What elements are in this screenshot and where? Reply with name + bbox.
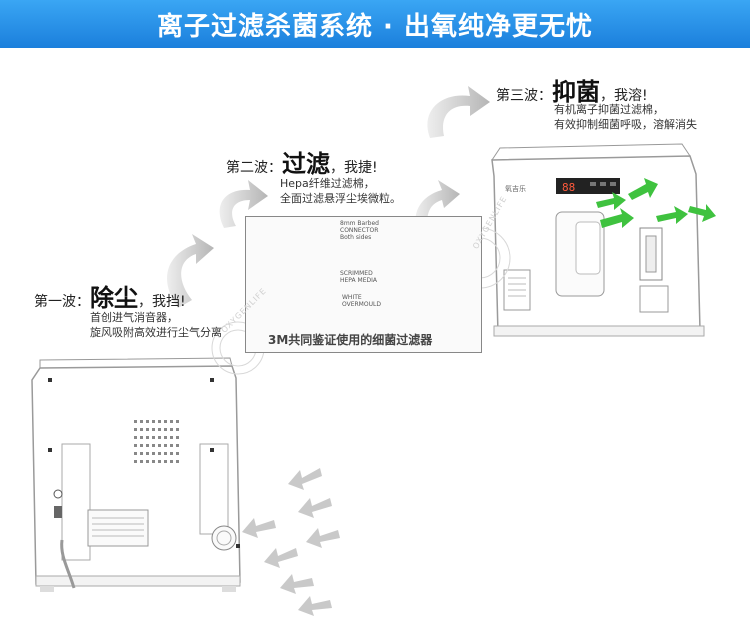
wave-two-description: Hepa纤维过滤棉， 全面过滤悬浮尘埃微粒。 <box>280 177 401 205</box>
arrow-left-icon <box>264 548 298 568</box>
wave-two-label: 第二波：过滤，我捷! <box>226 150 378 178</box>
arrow-left-icon <box>306 528 340 548</box>
arrow-right-icon <box>628 178 658 200</box>
filter-note: 8mm Barbed <box>340 220 379 227</box>
device-brand: 氧吉乐 <box>505 185 526 193</box>
arrow-right-icon <box>656 206 688 224</box>
curve-arrow-icon <box>427 86 490 138</box>
wave-three-description: 有机离子抑菌过滤棉， 有效抑制细菌呼吸，溶解消失 <box>554 103 697 131</box>
filter-panel <box>245 216 482 353</box>
inflow-arrows <box>242 468 340 616</box>
wave-three-label: 第三波：抑菌，我溶! <box>496 78 648 106</box>
concentrator-front-view: 88 <box>491 143 705 337</box>
illustration-stage: 88 <box>0 48 750 640</box>
outflow-arrows <box>596 178 716 228</box>
arrow-left-icon <box>280 574 314 594</box>
arrow-left-icon <box>298 596 332 616</box>
display-digits: 88 <box>562 181 575 194</box>
filter-note: WHITE <box>342 294 362 301</box>
filter-note: SCRIMMED <box>340 270 373 277</box>
arrow-left-icon <box>288 468 322 490</box>
arrow-left-icon <box>242 518 276 538</box>
filter-note: Both sides <box>340 234 372 241</box>
header-banner: 离子过滤杀菌系统 · 出氧纯净更无忧 <box>0 0 750 48</box>
filter-note: CONNECTOR <box>340 227 379 234</box>
banner-title: 离子过滤杀菌系统 · 出氧纯净更无忧 <box>157 11 593 42</box>
arrow-left-icon <box>298 498 332 518</box>
curve-arrow-icon <box>166 234 214 308</box>
wave-one-description: 首创进气消音器， 旋风吸附高效进行尘气分离 <box>90 311 222 339</box>
filter-note: HEPA MEDIA <box>340 277 378 284</box>
curve-arrow-icon <box>219 180 268 228</box>
wave-one-label: 第一波：除尘，我挡! <box>34 284 186 312</box>
concentrator-back-view <box>31 357 241 592</box>
arrow-right-icon <box>688 204 716 222</box>
arrow-right-icon <box>600 208 634 228</box>
product-illustration: 88 <box>31 86 716 616</box>
filter-caption: 3M共同鉴证使用的细菌过滤器 <box>268 333 433 347</box>
arrow-right-icon <box>596 192 626 210</box>
filter-note: OVERMOULD <box>342 301 381 308</box>
